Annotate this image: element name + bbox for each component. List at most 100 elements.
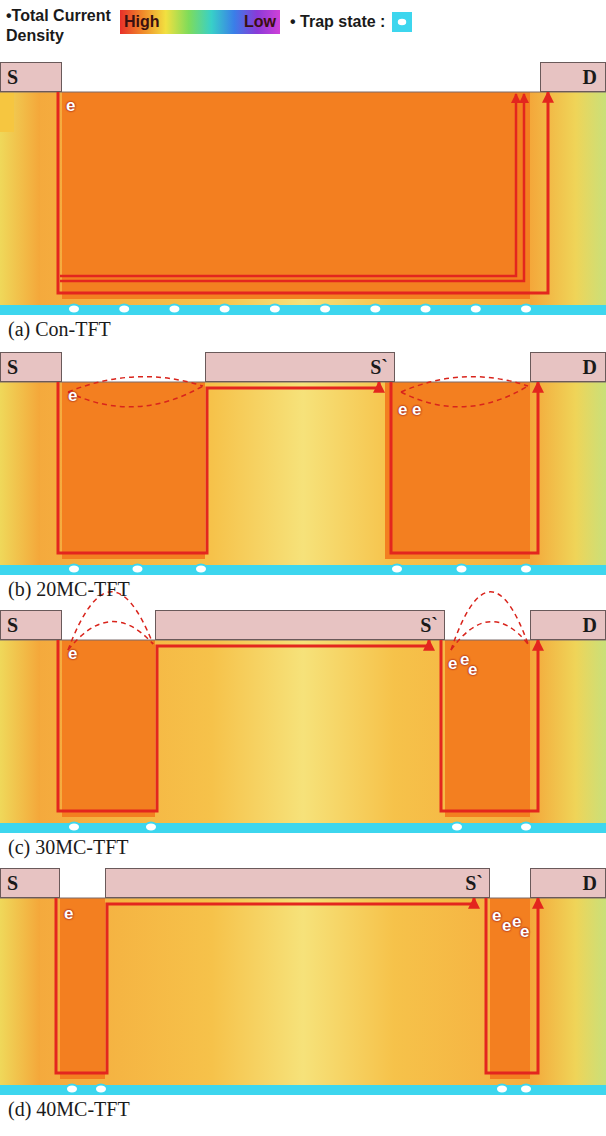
illustration-part [530,92,606,305]
trap-state [132,565,144,574]
electron-trajectory [451,592,528,650]
electrode: S` [155,610,445,640]
electrode-label: S` [465,872,483,895]
electron-mark: e [468,660,477,680]
electrode-label: D [583,614,597,637]
illustration-part [0,92,40,305]
panel-caption: (d) 40MC-TFT [8,1098,130,1121]
channel-layer [0,898,606,1085]
trap-state [520,305,532,314]
trap-state [168,305,180,314]
trap-state [520,1085,532,1094]
current-arrow [60,94,524,281]
trap-state [451,823,463,832]
current-path [486,898,538,1073]
channel-layer [0,640,606,823]
trap-state [520,823,532,832]
electrode-label: S [7,66,18,89]
gate-insulator-band [0,823,606,833]
electrode-label: S` [420,614,438,637]
electron-trajectory [68,386,203,407]
electron-mark: e [448,654,457,674]
current-path [441,640,538,811]
illustration-part [0,640,40,823]
trap-state [269,305,281,314]
gate-insulator-band [0,565,606,575]
current-arrow [60,94,516,276]
high-current-region [385,382,530,559]
channel-layer [0,382,606,565]
electrode-label: D [583,66,597,89]
trap-state [420,305,432,314]
illustration-part [530,640,606,823]
top-layer [0,62,606,92]
trap-state [145,823,157,832]
high-current-region [60,898,105,1079]
high-current-region [62,382,205,559]
trap-swatch [392,12,412,32]
illustration-part [530,898,606,1085]
electron-mark: e [398,400,407,420]
electrode: S [0,352,62,382]
current-path [58,92,548,293]
electrode: D [530,610,606,640]
high-current-region [62,640,155,817]
electrode-label: S [7,872,18,895]
panel-caption: (c) 30MC-TFT [8,836,129,859]
trap-state [520,565,532,574]
trap-state [68,823,80,832]
illustration-part [530,382,606,565]
illustration-part [0,92,606,93]
top-layer [0,352,606,382]
electrode-label: D [583,872,597,895]
high-current-region [490,898,530,1079]
electron-mark: e [68,644,77,664]
high-current-region [445,640,530,817]
scale-end-label: Low [244,13,276,31]
trap-state [68,305,80,314]
electrode: D [540,62,606,92]
trap-state [456,565,468,574]
electron-trajectory [68,592,153,650]
trap-state [66,1085,78,1094]
electrode-label: S [7,356,18,379]
illustration-part [0,382,40,565]
trap-state [195,565,207,574]
electron-mark: e [520,922,529,942]
electron-mark: e [64,904,73,924]
electrode: S` [205,352,395,382]
electrode: S [0,610,62,640]
legend-text: • Trap state : [290,12,390,32]
trap-state [369,305,381,314]
trap-state [319,305,331,314]
electron-mark: e [412,400,421,420]
trap-state [219,305,231,314]
channel-layer [0,92,606,305]
electrode-label: S` [370,356,388,379]
legend-text: •Total Current Density [6,6,118,46]
electrode-label: S [7,614,18,637]
illustration-part [0,92,14,132]
scale-end-label: High [124,13,160,31]
trap-state [496,1085,508,1094]
current-path [56,898,474,1073]
current-path [58,640,429,811]
trap-state [95,1085,107,1094]
electron-trajectory [68,622,153,650]
gate-insulator-band [0,1085,606,1095]
electrode: S [0,868,60,898]
current-path [58,382,379,553]
electrode: D [530,352,606,382]
electron-mark: e [502,916,511,936]
electron-mark: e [66,96,75,116]
panel-caption: (b) 20MC-TFT [8,578,130,601]
trap-state [118,305,130,314]
electron-trajectory [451,622,528,650]
current-path [391,382,538,553]
electron-mark: e [492,906,501,926]
electrode: S [0,62,62,92]
trap-state-symbol [397,18,407,26]
panel-caption: (a) Con-TFT [8,318,111,341]
